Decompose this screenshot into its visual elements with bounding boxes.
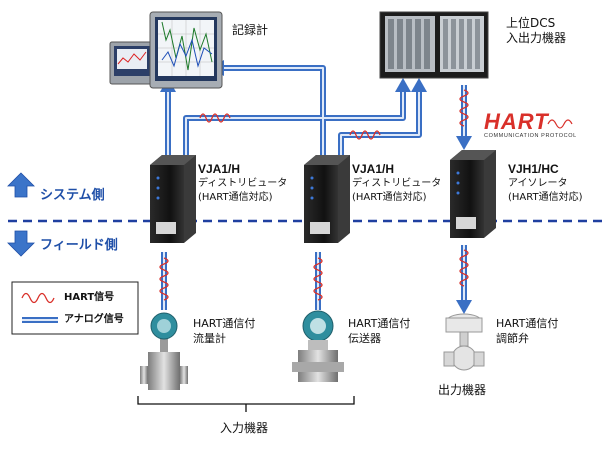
input-devices-label: 入力機器 <box>220 421 269 435</box>
dcs-label-line1: 上位DCS <box>506 16 556 30</box>
legend-hart-label: HART信号 <box>64 292 115 303</box>
field-side-arrow-icon <box>7 230 35 257</box>
dcs-label-line2: 入出力機器 <box>506 31 567 45</box>
hart-logo-wave-icon <box>547 119 573 129</box>
recorder-icon <box>109 11 223 89</box>
distributor-2-hart: (HART通信対応) <box>352 192 427 203</box>
isolator-module-icon <box>450 150 496 238</box>
recorder-label: 記録計 <box>232 23 269 37</box>
dcs-rack-icon <box>379 11 489 79</box>
output-devices-label: 出力機器 <box>438 383 487 397</box>
legend-analog-label: アナログ信号 <box>64 314 124 325</box>
hart-logo: HART COMMUNICATION PROTOCOL <box>484 111 602 140</box>
input-devices-bracket <box>137 396 355 412</box>
distributor-1-type: ディストリビュータ <box>198 178 288 189</box>
distributor-1-hart: (HART通信対応) <box>198 192 273 203</box>
isolator-type: アイソレータ <box>508 178 568 189</box>
control-valve-icon <box>443 313 485 371</box>
flowmeter-label-line2: 流量計 <box>193 332 226 345</box>
isolator-hart: (HART通信対応) <box>508 192 583 203</box>
legend-hart-swatch <box>21 292 55 304</box>
hart-waves <box>159 89 469 301</box>
valve-label-line2: 調節弁 <box>496 332 529 345</box>
system-side-label: システム側 <box>40 188 105 203</box>
legend-box <box>11 281 139 335</box>
transmitter-label-line2: 伝送器 <box>348 332 381 345</box>
valve-label-line1: HART通信付 <box>496 317 559 330</box>
flowmeter-label-line1: HART通信付 <box>193 317 256 330</box>
pressure-transmitter-icon <box>292 310 344 382</box>
transmitter-label-line1: HART通信付 <box>348 317 411 330</box>
distributor-2-model: VJA1/H <box>352 162 395 176</box>
analog-lines <box>161 65 467 310</box>
hart-logo-text: HART <box>484 109 549 134</box>
isolator-model: VJH1/HC <box>508 162 559 176</box>
distributor-module-1-icon <box>150 155 196 243</box>
hart-logo-subtitle: COMMUNICATION PROTOCOL <box>484 133 577 139</box>
field-side-label: フィールド側 <box>40 238 118 253</box>
distributor-2-type: ディストリビュータ <box>352 178 442 189</box>
system-side-arrow-icon <box>7 172 35 198</box>
distributor-module-2-icon <box>304 155 350 243</box>
distributor-1-model: VJA1/H <box>198 162 241 176</box>
vortex-flowmeter-icon <box>140 312 188 390</box>
